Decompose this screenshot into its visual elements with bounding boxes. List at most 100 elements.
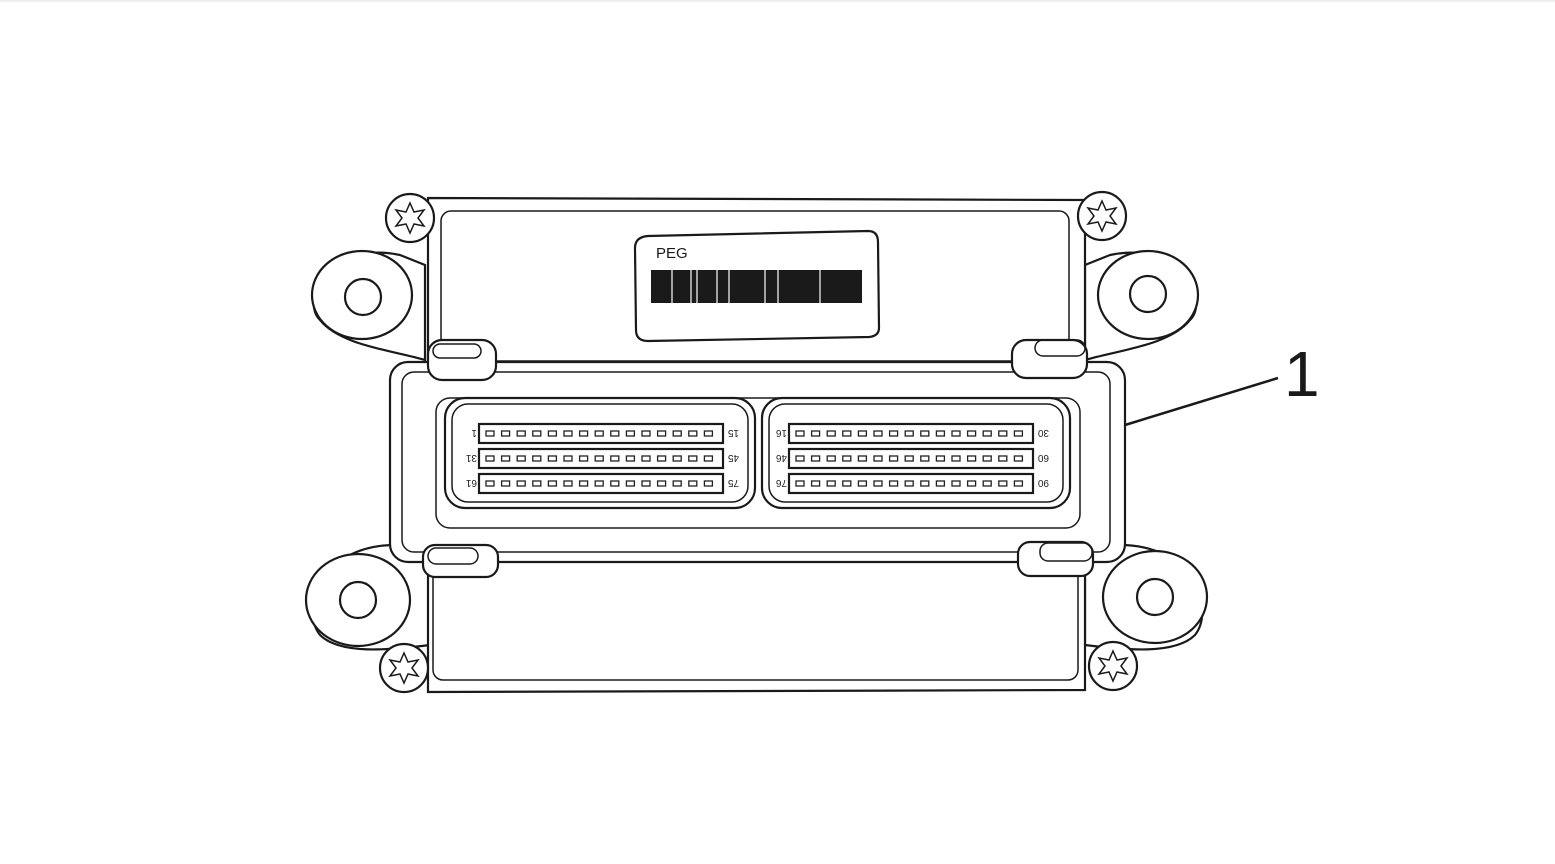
pin <box>951 480 961 487</box>
pin <box>563 455 573 462</box>
pin <box>625 480 636 487</box>
pin-number-label: 76 <box>775 477 787 488</box>
pin <box>888 480 899 487</box>
pin <box>500 480 511 487</box>
pin-number-label: 61 <box>465 477 477 488</box>
mounting-ears <box>304 249 1209 651</box>
pin <box>966 455 977 462</box>
pin <box>795 430 805 437</box>
pin <box>873 455 883 462</box>
pin <box>516 430 526 437</box>
screw-icon <box>1087 640 1139 692</box>
pin <box>610 455 620 462</box>
pin <box>998 430 1008 437</box>
pin <box>532 430 542 437</box>
pin <box>857 430 868 437</box>
pin <box>842 430 852 437</box>
screw-icon <box>384 192 436 244</box>
pin <box>547 480 558 487</box>
pin <box>641 480 651 487</box>
screw-icon <box>1076 190 1128 242</box>
pin <box>935 455 946 462</box>
pin <box>516 480 526 487</box>
pin <box>547 430 558 437</box>
pin <box>688 455 698 462</box>
pin <box>982 480 992 487</box>
callout-number: 1 <box>1284 338 1320 410</box>
pin <box>672 430 682 437</box>
pin <box>857 480 868 487</box>
pin <box>966 430 977 437</box>
pin <box>672 480 682 487</box>
pin <box>578 455 589 462</box>
pin <box>873 480 883 487</box>
pin <box>982 455 992 462</box>
pin <box>810 430 821 437</box>
pin <box>485 480 495 487</box>
pin <box>998 480 1008 487</box>
pin-number-label: 45 <box>727 452 739 463</box>
pin <box>920 455 930 462</box>
pin <box>826 480 836 487</box>
pin-number-label: 16 <box>775 427 787 438</box>
pin <box>578 430 589 437</box>
pin-number-label: 31 <box>465 452 477 463</box>
pin <box>810 480 821 487</box>
pin <box>951 455 961 462</box>
pin <box>641 430 651 437</box>
pin-number-label: 75 <box>727 477 739 488</box>
pin <box>998 455 1008 462</box>
pin-number-label: 1 <box>471 427 477 438</box>
pin <box>485 455 495 462</box>
pin <box>951 430 961 437</box>
pin <box>516 455 526 462</box>
pin <box>594 455 604 462</box>
pin <box>578 480 589 487</box>
pin <box>795 480 805 487</box>
pin <box>888 430 899 437</box>
pin <box>688 430 698 437</box>
pin <box>920 430 930 437</box>
pin <box>641 455 651 462</box>
callout-leader <box>1124 376 1279 427</box>
label-text: PEG <box>656 245 688 262</box>
pin <box>935 430 946 437</box>
pin <box>982 430 992 437</box>
pin <box>485 430 495 437</box>
pin <box>857 455 868 462</box>
pin <box>500 455 511 462</box>
pin <box>594 430 604 437</box>
pin <box>625 430 636 437</box>
pin <box>656 480 667 487</box>
pin <box>688 480 698 487</box>
pin-number-label: 30 <box>1037 427 1049 438</box>
pin <box>532 480 542 487</box>
pin <box>610 430 620 437</box>
barcode <box>651 270 862 303</box>
pin <box>703 455 714 462</box>
pin <box>594 480 604 487</box>
pin <box>1013 480 1024 487</box>
pin <box>935 480 946 487</box>
pin <box>500 430 511 437</box>
pin <box>563 480 573 487</box>
pin <box>625 455 636 462</box>
pin <box>532 455 542 462</box>
pin <box>904 430 914 437</box>
pin-number-label: 60 <box>1037 452 1049 463</box>
pin <box>703 480 714 487</box>
pin <box>904 480 914 487</box>
pin <box>656 455 667 462</box>
pin <box>656 430 667 437</box>
screw-icon <box>378 642 430 694</box>
pin <box>1013 430 1024 437</box>
pin-number-label: 90 <box>1037 477 1049 488</box>
pin <box>920 480 930 487</box>
pin <box>672 455 682 462</box>
pin <box>842 480 852 487</box>
pin <box>888 455 899 462</box>
pin <box>826 430 836 437</box>
pin <box>610 480 620 487</box>
latches <box>421 338 1095 579</box>
